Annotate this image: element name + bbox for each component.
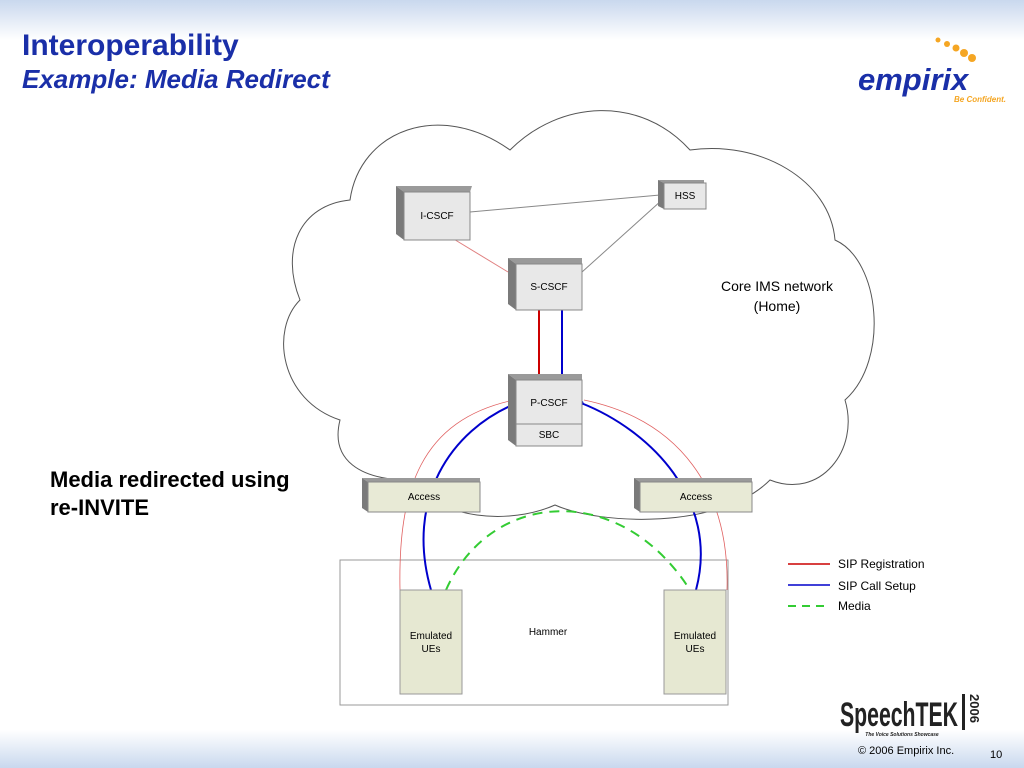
logo-dot [944,41,950,47]
ue-left-label-line1: Emulated [410,631,452,642]
scscf-box-side [508,258,516,310]
logo-dot [935,37,941,43]
media-arc [445,510,691,591]
sbc-box [515,423,583,447]
hss-box-top [658,180,704,183]
link-hss-scscf [581,199,663,273]
speechtek-wordmark: SpeechTEK [840,696,958,734]
pcscf-box-side [508,374,516,446]
speechtek-year: 2006 [967,694,982,723]
icscf-label: I-CSCF [420,211,453,222]
sbc-label: SBC [539,430,560,441]
ue-left-box [399,589,463,695]
top-gradient-band [0,0,1024,40]
bottom-gradient-band [0,730,1024,768]
logo-dot [968,54,976,62]
speechtek-logo: SpeechTEK 2006 The Voice Solutions Showc… [840,694,982,738]
hss-box-side [658,180,664,209]
access-left-box-top [362,478,480,482]
hammer-label: Hammer [529,627,568,638]
icscf-box-top [396,186,472,192]
empirix-logo: empirix Be Confident. [858,37,1006,104]
call-setup-arc-left [422,402,518,591]
cloud-label-line2: (Home) [754,298,801,314]
pcscf-box-top [508,374,582,380]
access-right-box-top [634,478,752,482]
empirix-tagline: Be Confident. [954,95,1006,104]
page-number: 10 [990,749,1003,761]
hss-label: HSS [675,191,696,202]
cloud-label-line1: Core IMS network [721,278,834,294]
legend-label-media: Media [838,599,871,613]
logo-dot [952,44,960,52]
legend-label-call-setup: SIP Call Setup [838,579,916,593]
link-icscf-hss [469,194,661,213]
speechtek-tagline: The Voice Solutions Showcase [865,732,939,738]
core-ims-cloud [283,110,875,520]
access-left-label: Access [408,492,440,503]
link-icscf-scscf-registration [451,237,509,273]
speechtek-divider [962,694,965,730]
ue-right-label-line1: Emulated [674,631,716,642]
access-right-box [639,481,753,513]
empirix-wordmark: empirix [858,62,970,97]
legend-label-registration: SIP Registration [838,557,925,571]
slide-subtitle: Example: Media Redirect [22,64,330,94]
access-right-box-side [634,478,640,512]
icscf-box [403,191,471,241]
access-left-box-side [362,478,368,512]
copyright: © 2006 Empirix Inc. [858,745,955,757]
access-right-label: Access [680,492,712,503]
slide-title: Interoperability [22,29,239,62]
ue-right-box [663,589,727,695]
callout-text: Media redirected using re-INVITE [50,467,290,520]
scscf-label: S-CSCF [530,282,567,293]
scscf-box [515,263,583,311]
hss-box [663,182,707,210]
logo-dot [960,49,968,57]
ue-left-label-line2: UEs [422,644,441,655]
ue-right-label-line2: UEs [686,644,705,655]
registration-arc-left [399,399,515,591]
registration-arc-right [583,399,728,591]
icscf-box-side [396,186,404,240]
call-setup-arc-right [580,402,702,591]
scscf-box-top [508,258,582,264]
access-left-box [367,481,481,513]
pcscf-label: P-CSCF [530,398,567,409]
